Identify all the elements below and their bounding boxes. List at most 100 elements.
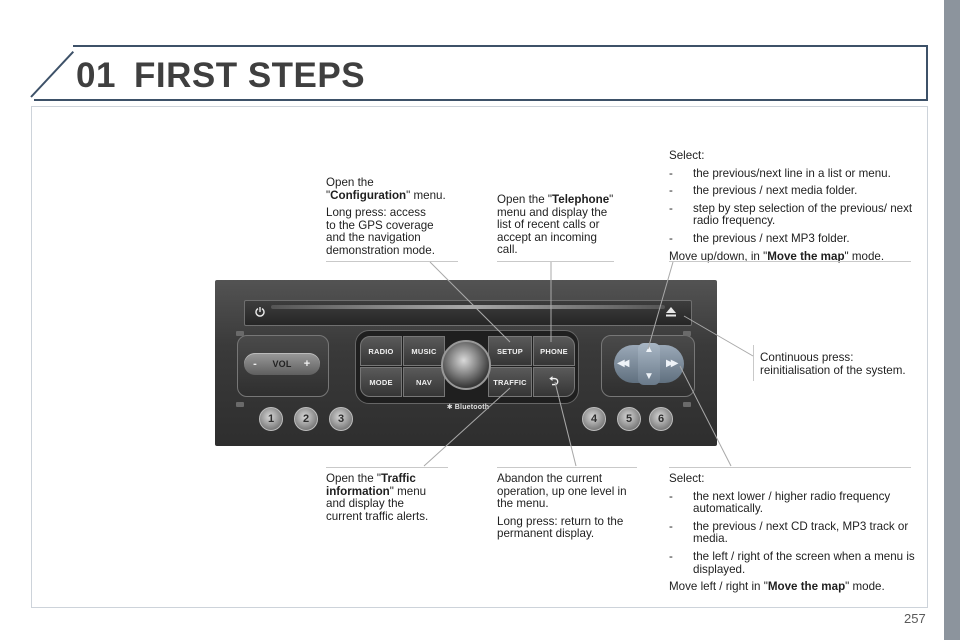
- nav-button[interactable]: NAV: [403, 367, 445, 397]
- callout-telephone-bold: Telephone: [552, 193, 610, 206]
- list-item: -the previous / next CD track, MP3 track…: [669, 519, 909, 546]
- callout-telephone: Open the "Telephone" menu and display th…: [497, 193, 627, 257]
- callout-configuration-line1: Open the: [326, 176, 374, 189]
- phone-button[interactable]: PHONE: [533, 336, 575, 366]
- callout-abandon-p1-2: operation, up one level in: [497, 484, 627, 498]
- volume-rocker[interactable]: [244, 353, 320, 375]
- callout-select-updown-footer-pre: Move up/down, in ": [669, 249, 768, 263]
- callout-reinit-line1: Continuous press:: [760, 351, 854, 364]
- eject-button[interactable]: [660, 303, 682, 321]
- preset-button-6[interactable]: 6: [649, 407, 673, 431]
- eject-icon: [666, 307, 676, 317]
- callout-configuration-rest: " menu.: [406, 188, 446, 202]
- preset-button-1[interactable]: 1: [259, 407, 283, 431]
- callout-telephone-line4: call.: [497, 243, 518, 257]
- callout-abandon-p1-1: Abandon the current: [497, 472, 603, 485]
- list-item: -the previous / next MP3 folder.: [669, 231, 850, 245]
- arrow-left-icon[interactable]: ◀◀: [617, 358, 630, 369]
- callout-select-leftright-footer-bold: Move the map: [767, 580, 846, 594]
- callout-reinit-bar: [753, 345, 754, 381]
- header-rule-top: [73, 45, 928, 47]
- callout-select-updown-footer-bold: Move the map: [767, 249, 845, 263]
- list-item: -the previous/next line in a list or men…: [669, 166, 891, 180]
- callout-select-updown-heading: Select:: [669, 149, 705, 162]
- radio-button[interactable]: RADIO: [360, 336, 402, 366]
- callout-configuration-underline: [326, 261, 458, 262]
- callout-telephone-underline: [497, 261, 614, 262]
- back-button[interactable]: ⮌: [533, 367, 575, 397]
- list-item: -step by step selection of the previous/…: [669, 201, 913, 228]
- callout-abandon-underline: [497, 467, 637, 468]
- callout-traffic-pre: Open the ": [326, 472, 382, 485]
- indicator-slot: [683, 331, 691, 336]
- list-item: -the previous / next media folder.: [669, 184, 858, 198]
- callout-select-leftright-underline: [669, 467, 911, 468]
- power-button[interactable]: [250, 303, 270, 321]
- mode-button[interactable]: MODE: [360, 367, 402, 397]
- callout-abandon-p2-1: Long press: return to the: [497, 514, 624, 528]
- callout-configuration-quote: ": [326, 188, 331, 202]
- arrow-up-icon[interactable]: ▲: [644, 344, 654, 355]
- bluetooth-label: ✱Bluetooth: [440, 401, 496, 413]
- traffic-button[interactable]: TRAFFIC: [488, 367, 532, 397]
- page-number: 257: [904, 611, 926, 626]
- callout-select-leftright-footer-pre: Move left / right in ": [669, 580, 768, 594]
- setup-button[interactable]: SETUP: [488, 336, 532, 366]
- rotary-knob[interactable]: [441, 340, 491, 390]
- power-icon: [255, 307, 265, 317]
- indicator-slot: [236, 402, 244, 407]
- callout-traffic-line1: and display the: [326, 497, 404, 511]
- callout-select-leftright-heading: Select:: [669, 472, 705, 485]
- list-item: -the left / right of the screen when a m…: [669, 549, 915, 576]
- callout-traffic: Open the "Traffic information" menu and …: [326, 472, 456, 523]
- side-tab-bar: [944, 0, 960, 640]
- callout-abandon-p2-2: permanent display.: [497, 527, 595, 541]
- callout-configuration-p2-3: and the navigation: [326, 231, 421, 245]
- list-item: -the next lower / higher radio frequency…: [669, 489, 891, 516]
- arrow-right-icon[interactable]: ▶▶: [666, 358, 679, 369]
- volume-plus-label: +: [303, 358, 311, 370]
- header-rule-diagonal: [30, 50, 75, 98]
- bluetooth-icon: ✱: [446, 404, 453, 411]
- music-button[interactable]: MUSIC: [403, 336, 445, 366]
- volume-label: VOL: [272, 359, 292, 369]
- callout-configuration-p2-4: demonstration mode.: [326, 243, 435, 257]
- header-rule-right: [926, 45, 928, 101]
- callout-telephone-post: ": [609, 193, 614, 206]
- callout-traffic-bold2: information: [326, 484, 390, 498]
- callout-configuration: Open the "Configuration" menu. Long pres…: [326, 176, 466, 258]
- header-rule-bottom: [34, 99, 926, 101]
- callout-abandon: Abandon the current operation, up one le…: [497, 472, 647, 541]
- callout-traffic-line2: current traffic alerts.: [326, 509, 429, 523]
- volume-minus-label: -: [253, 358, 257, 370]
- preset-button-3[interactable]: 3: [329, 407, 353, 431]
- callout-traffic-underline: [326, 467, 448, 468]
- page-title: FIRST STEPS: [134, 56, 366, 95]
- direction-pad-vertical[interactable]: [638, 343, 660, 385]
- callout-abandon-p1-3: the menu.: [497, 497, 549, 511]
- arrow-down-icon[interactable]: ▼: [644, 371, 654, 382]
- preset-button-5[interactable]: 5: [617, 407, 641, 431]
- callout-telephone-line1: menu and display the: [497, 205, 608, 219]
- cd-slot: [244, 300, 692, 326]
- callout-telephone-line2: list of recent calls or: [497, 218, 600, 232]
- preset-button-4[interactable]: 4: [582, 407, 606, 431]
- preset-button-2[interactable]: 2: [294, 407, 318, 431]
- callout-reinit-line2: reinitialisation of the system.: [760, 363, 906, 377]
- callout-traffic-bold1: Traffic: [381, 472, 416, 485]
- bluetooth-text: Bluetooth: [454, 403, 490, 411]
- callout-telephone-pre: Open the ": [497, 193, 553, 206]
- indicator-slot: [683, 402, 691, 407]
- chapter-number: 01: [76, 56, 116, 95]
- callout-telephone-line3: accept an incoming: [497, 230, 597, 244]
- callout-select-leftright: Select: -the next lower / higher radio f…: [669, 472, 917, 594]
- callout-configuration-p2-2: to the GPS coverage: [326, 218, 434, 232]
- callout-select-updown: Select: -the previous/next line in a lis…: [669, 149, 917, 263]
- content-frame: [31, 106, 928, 608]
- callout-reinit: Continuous press: reinitialisation of th…: [760, 351, 926, 377]
- callout-select-updown-footer-post: " mode.: [844, 249, 885, 263]
- indicator-slot: [236, 331, 244, 336]
- callout-select-updown-underline: [669, 261, 911, 262]
- callout-configuration-bold: Configuration: [330, 188, 407, 202]
- callout-traffic-post: " menu: [389, 484, 427, 498]
